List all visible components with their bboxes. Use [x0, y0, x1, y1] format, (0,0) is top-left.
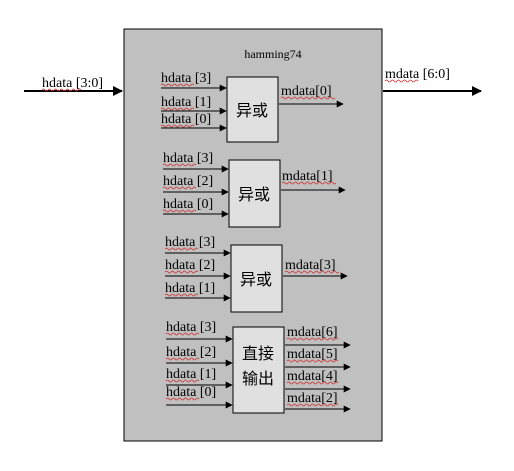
output-label-underline	[284, 270, 340, 274]
input-label-underline	[164, 247, 199, 251]
block-op-label-line2: 输出	[242, 369, 274, 388]
output-label-mdata6: mdata[6]	[287, 325, 338, 340]
output-label-underline	[286, 359, 339, 363]
block-op-label: 异或	[238, 185, 270, 204]
input-label-hdata0: hdata [0]	[163, 197, 213, 212]
output-label-underline	[286, 403, 339, 407]
input-label-underline	[165, 332, 200, 336]
output-bus-label: mdata [6:0]	[385, 67, 450, 82]
input-label-underline	[160, 83, 195, 87]
input-label-hdata3: hdata [3]	[163, 151, 213, 166]
output-bus-label-underline	[384, 79, 419, 83]
xor-block-mdata1: 异或 hdata [3] hdata [2] hdata [0] mdata[1…	[162, 151, 346, 228]
direct-output-block: 直接 输出 hdata [3] hdata [2] hdata [1] hdat…	[165, 320, 351, 414]
output-label-mdata4: mdata[4]	[287, 369, 338, 384]
block-op-label: 异或	[240, 270, 272, 289]
output-label-mdata5: mdata[5]	[287, 347, 338, 362]
output-label-mdata1: mdata[1]	[282, 169, 333, 184]
block-op-label: 异或	[236, 101, 268, 120]
input-label-hdata1: hdata [1]	[166, 367, 216, 382]
output-label-mdata0: mdata[0]	[281, 84, 332, 99]
xor-block-mdata3: 异或 hdata [3] hdata [2] hdata [1] mdata[3…	[164, 235, 348, 313]
input-label-hdata1: hdata [1]	[161, 95, 211, 110]
output-label-mdata2: mdata[2]	[287, 391, 338, 406]
input-label-hdata1: hdata [1]	[165, 281, 215, 296]
input-bus-label-underline	[41, 88, 82, 92]
block-box	[232, 326, 285, 414]
module-title: hamming74	[244, 47, 301, 61]
input-bus-label: hdata [3:0]	[42, 76, 103, 91]
block-box	[230, 244, 283, 313]
output-label-underline	[286, 381, 339, 385]
input-label-underline	[162, 163, 197, 167]
input-label-underline	[162, 209, 197, 213]
input-label-underline	[164, 270, 199, 274]
input-label-hdata3: hdata [3]	[165, 235, 215, 250]
input-label-hdata0: hdata [0]	[161, 112, 211, 127]
input-label-underline	[162, 186, 197, 190]
input-label-hdata2: hdata [2]	[165, 258, 215, 273]
output-label-underline	[280, 96, 336, 100]
input-label-hdata3: hdata [3]	[161, 71, 211, 86]
input-label-hdata2: hdata [2]	[163, 174, 213, 189]
xor-block-mdata0: 异或 hdata [3] hdata [1] hdata [0] mdata[0…	[160, 71, 344, 143]
output-label-mdata3: mdata[3]	[285, 258, 336, 273]
input-label-hdata2: hdata [2]	[166, 345, 216, 360]
input-label-underline	[165, 379, 200, 383]
input-label-underline	[160, 124, 195, 128]
input-label-underline	[165, 397, 200, 401]
block-op-label-line1: 直接	[242, 344, 274, 363]
output-label-underline	[281, 181, 337, 185]
input-label-underline	[164, 293, 199, 297]
input-label-underline	[165, 357, 200, 361]
output-label-underline	[286, 337, 339, 341]
block-box	[226, 76, 279, 143]
block-box	[228, 159, 281, 228]
input-label-hdata3: hdata [3]	[166, 320, 216, 335]
input-label-underline	[160, 107, 195, 111]
input-label-hdata0: hdata [0]	[166, 385, 216, 400]
